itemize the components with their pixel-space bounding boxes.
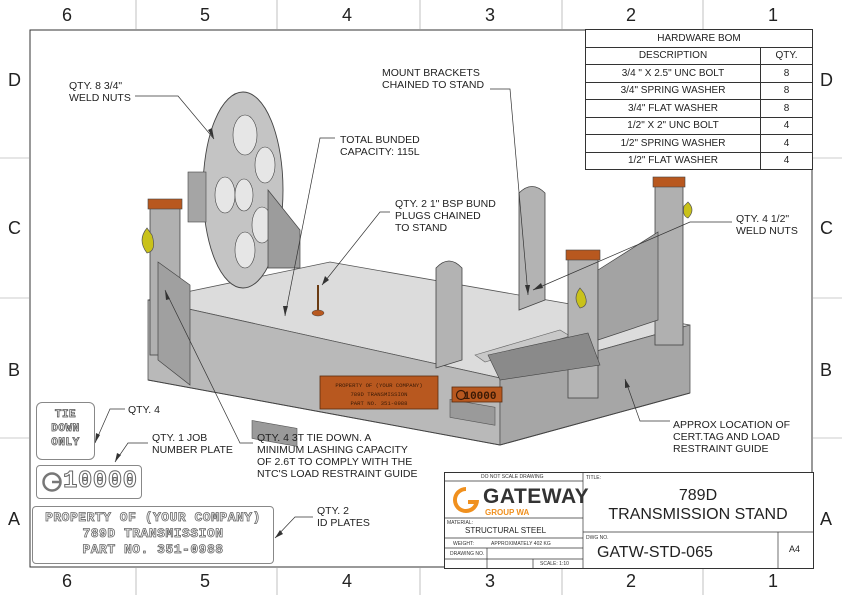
callout-bunded-capacity: TOTAL BUNDED CAPACITY: 115L xyxy=(340,134,420,158)
tie-down-shackle xyxy=(683,201,693,219)
dwg-number: GATW-STD-065 xyxy=(597,544,713,561)
dwg-no-label: DWG NO. xyxy=(586,535,609,541)
job-number: 10000 xyxy=(63,468,138,496)
mount-bracket-front xyxy=(435,260,463,369)
hardware-bom-table: HARDWARE BOM DESCRIPTION QTY. 3/4 " X 2.… xyxy=(585,29,813,170)
gateway-logo-icon xyxy=(453,487,479,513)
zone-right-b: B xyxy=(820,360,833,380)
zone-right-a: A xyxy=(820,509,833,529)
zone-bottom-4: 4 xyxy=(342,571,353,591)
tie-down-plate: TIE DOWN ONLY xyxy=(36,402,95,460)
fork-slot-left xyxy=(251,420,298,447)
zone-top-2: 2 xyxy=(626,5,637,25)
callout-mount-brackets: MOUNT BRACKETS CHAINED TO STAND xyxy=(382,67,485,91)
gateway-g-icon xyxy=(455,389,467,401)
zone-bottom-1: 1 xyxy=(768,571,779,591)
bom-desc: 3/4" SPRING WASHER xyxy=(585,81,761,100)
bom-header-description: DESCRIPTION xyxy=(585,46,761,65)
zone-left-c: C xyxy=(8,218,21,238)
id-plate-line3: PART NO. 351-0988 xyxy=(82,542,224,558)
zone-bottom-2: 2 xyxy=(626,571,637,591)
scale-value: SCALE: 1:10 xyxy=(540,561,569,567)
bom-desc: 1/2" X 2" UNC BOLT xyxy=(585,116,761,135)
bom-qty: 4 xyxy=(760,151,813,170)
zone-top-3: 3 xyxy=(485,5,496,25)
model-id-plate-line2: 789D TRANSMISSION xyxy=(350,391,407,398)
zone-top-6: 6 xyxy=(62,5,73,25)
bom-qty: 8 xyxy=(760,99,813,118)
tie-down-shackle xyxy=(141,227,154,254)
callout-bsp-plugs: QTY. 2 1" BSP BUND PLUGS CHAINED TO STAN… xyxy=(395,198,496,234)
bom-qty: 8 xyxy=(760,64,813,83)
drawing-no-label: DRAWING NO. xyxy=(450,551,485,557)
zone-bottom-6: 6 xyxy=(62,571,73,591)
id-plate-line1: PROPERTY OF (YOUR COMPANY) xyxy=(45,510,261,526)
bom-title: HARDWARE BOM xyxy=(585,29,813,48)
material-value: STRUCTURAL STEEL xyxy=(465,526,547,535)
weight-label: WEIGHT: xyxy=(453,541,474,547)
zone-left-d: D xyxy=(8,70,21,90)
title-label: TITLE: xyxy=(586,475,602,481)
id-plate: PROPERTY OF (YOUR COMPANY) 789D TRANSMIS… xyxy=(32,506,274,564)
callout-job-plate: QTY. 1 JOB NUMBER PLATE xyxy=(152,432,233,456)
do-not-scale-note: DO NOT SCALE DRAWING xyxy=(481,474,544,480)
tie-down-shackle xyxy=(575,287,587,309)
title-block: DO NOT SCALE DRAWING GATEWAY GROUP WA MA… xyxy=(444,472,814,569)
bom-desc: 1/2" SPRING WASHER xyxy=(585,134,761,153)
plate-gusset xyxy=(267,189,301,269)
model-id-plate-line1: PROPERTY OF (YOUR COMPANY) xyxy=(335,382,422,389)
zone-top-5: 5 xyxy=(200,5,211,25)
tie-down-line2: DOWN xyxy=(51,423,80,436)
callout-tie-down-qty: QTY. 4 xyxy=(128,404,160,416)
model-id-plate xyxy=(319,375,439,410)
zone-bottom-3: 3 xyxy=(485,571,496,591)
bom-qty: 4 xyxy=(760,116,813,135)
tie-down-line3: ONLY xyxy=(51,437,80,450)
zone-left-b: B xyxy=(8,360,21,380)
drawing-title-line2: TRANSMISSION STAND xyxy=(608,506,788,523)
callout-weld-nuts-12: QTY. 4 1/2" WELD NUTS xyxy=(736,213,798,237)
bom-qty: 8 xyxy=(760,81,813,100)
fork-slot-right xyxy=(449,398,496,426)
zone-right-d: D xyxy=(820,70,833,90)
company-name: GATEWAY xyxy=(483,485,590,508)
mount-bracket-rear xyxy=(518,186,546,311)
tie-down-line1: TIE xyxy=(54,409,77,422)
job-number-plate: 10000 xyxy=(36,465,142,499)
zone-left-a: A xyxy=(8,509,21,529)
drawing-title-line1: 789D xyxy=(678,487,718,504)
callout-id-plates: QTY. 2 ID PLATES xyxy=(317,505,370,529)
company-subname: GROUP WA xyxy=(485,508,530,517)
bom-desc: 3/4 " X 2.5" UNC BOLT xyxy=(585,64,761,83)
weight-value: APPROXIMATELY 402 KG xyxy=(491,541,551,547)
id-plate-line2: 789D TRANSMISSION xyxy=(82,526,224,542)
material-label: MATERIAL: xyxy=(447,520,474,526)
bom-desc: 3/4" FLAT WASHER xyxy=(585,99,761,118)
model-job-plate-number: 10000 xyxy=(463,391,496,403)
callout-tie-down-3t: QTY. 4 3T TIE DOWN. A MINIMUM LASHING CA… xyxy=(257,432,418,480)
zone-bottom-5: 5 xyxy=(200,571,211,591)
bom-desc: 1/2" FLAT WASHER xyxy=(585,151,761,170)
bom-qty: 4 xyxy=(760,134,813,153)
gateway-g-icon xyxy=(42,472,62,492)
zone-top-4: 4 xyxy=(342,5,353,25)
bom-header-qty: QTY. xyxy=(760,46,813,65)
zone-top-1: 1 xyxy=(768,5,779,25)
zone-right-c: C xyxy=(820,218,833,238)
callout-weld-nuts-34: QTY. 8 3/4" WELD NUTS xyxy=(69,80,131,104)
model-id-plate-line3: PART NO. 351-0988 xyxy=(350,400,407,407)
sheet-size: A4 xyxy=(789,544,801,554)
bsp-plug xyxy=(311,309,325,317)
callout-cert-tag: APPROX LOCATION OF CERT.TAG AND LOAD RES… xyxy=(673,419,791,455)
